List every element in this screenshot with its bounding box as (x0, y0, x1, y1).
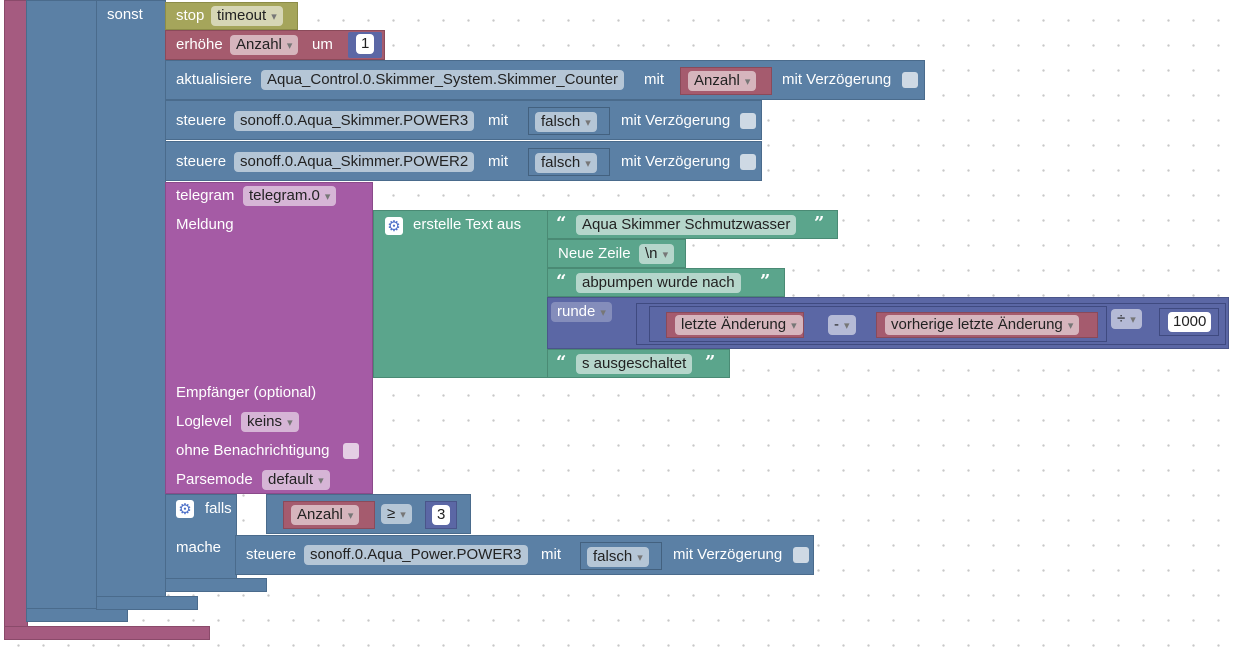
newline-dropdown[interactable]: \n (639, 244, 675, 264)
prev-change-block[interactable]: vorherige letzte Änderung (876, 312, 1098, 338)
control2-with-label: mit (488, 153, 508, 170)
control2-bool-dropdown[interactable]: falsch (535, 153, 597, 173)
close-quote-icon: ” (705, 352, 716, 373)
increase-variable-block[interactable]: erhöhe Anzahl um 1 (165, 30, 385, 60)
update-object-field[interactable]: Aqua_Control.0.Skimmer_System.Skimmer_Co… (261, 70, 624, 90)
update-label: aktualisiere (176, 71, 252, 88)
control2-bool-block[interactable]: falsch (528, 148, 610, 176)
do-label: mache (176, 539, 222, 556)
newline-block[interactable]: Neue Zeile \n (547, 239, 686, 268)
stop-timeout-block[interactable]: stop timeout (165, 2, 298, 30)
control1-bool-dropdown[interactable]: falsch (535, 112, 597, 132)
control2-object-field[interactable]: sonoff.0.Aqua_Skimmer.POWER2 (234, 152, 475, 172)
control3-bool-block[interactable]: falsch (580, 542, 662, 570)
control1-label: steuere (176, 112, 227, 129)
subtract-block[interactable]: letzte Änderung - vorherige letzte Änder… (649, 306, 1107, 342)
message-label: Meldung (176, 216, 234, 233)
close-quote-icon: ” (814, 213, 825, 234)
last-change-block[interactable]: letzte Änderung (666, 312, 804, 338)
timeout-dropdown[interactable]: timeout (211, 6, 283, 26)
if-else-block-bottom (96, 596, 198, 610)
update-delay-label: mit Verzögerung (782, 71, 892, 88)
telegram-label: telegram (176, 187, 235, 204)
control1-delay-checkbox[interactable] (740, 113, 756, 129)
increase-variable-dropdown[interactable]: Anzahl (230, 35, 299, 55)
open-quote-icon: “ (556, 213, 567, 234)
newline-label: Neue Zeile (558, 245, 631, 262)
telegram-instance-dropdown[interactable]: telegram.0 (243, 186, 337, 206)
gear-icon[interactable]: ⚙ (385, 217, 403, 235)
loglevel-label: Loglevel (176, 413, 232, 430)
text3-field[interactable]: s ausgeschaltet (576, 354, 693, 374)
divide-operator-dropdown[interactable]: ÷ (1111, 309, 1142, 329)
text3-block[interactable]: “ s ausgeschaltet ” (547, 349, 730, 378)
compare-variable-block[interactable]: Anzahl (283, 501, 375, 529)
silent-label: ohne Benachrichtigung (176, 442, 330, 459)
control3-with-label: mit (541, 546, 561, 563)
control3-delay-checkbox[interactable] (793, 547, 809, 563)
outer-flow-block[interactable] (26, 0, 98, 620)
last-change-dropdown[interactable]: letzte Änderung (675, 315, 803, 335)
control1-bool-block[interactable]: falsch (528, 107, 610, 135)
compare-variable-dropdown[interactable]: Anzahl (291, 505, 360, 525)
if-label: falls (205, 500, 232, 517)
prev-change-dropdown[interactable]: vorherige letzte Änderung (885, 315, 1080, 335)
parsemode-dropdown[interactable]: default (262, 470, 330, 490)
outer-event-block-bottom (4, 626, 210, 640)
outer-event-block[interactable] (4, 0, 28, 640)
else-label: sonst (107, 6, 143, 23)
control-power3-block[interactable]: steuere sonoff.0.Aqua_Skimmer.POWER3 mit… (165, 100, 762, 140)
update-variable-dropdown[interactable]: Anzahl (688, 71, 757, 91)
divisor-input[interactable]: 1000 (1168, 312, 1212, 332)
text1-block[interactable]: “ Aqua Skimmer Schmutzwasser ” (547, 210, 838, 239)
control1-with-label: mit (488, 112, 508, 129)
compare-operator-dropdown[interactable]: ≥ (381, 504, 412, 524)
control3-label: steuere (246, 546, 297, 563)
control1-object-field[interactable]: sonoff.0.Aqua_Skimmer.POWER3 (234, 111, 475, 131)
control1-delay-label: mit Verzögerung (621, 112, 731, 129)
open-quote-icon: “ (556, 352, 567, 373)
control-power2-block[interactable]: steuere sonoff.0.Aqua_Skimmer.POWER2 mit… (165, 141, 762, 181)
round-dropdown[interactable]: runde (551, 302, 612, 322)
divide-block[interactable]: letzte Änderung - vorherige letzte Änder… (636, 303, 1226, 345)
increase-by-label: um (312, 36, 333, 53)
update-state-block[interactable]: aktualisiere Aqua_Control.0.Skimmer_Syst… (165, 60, 925, 100)
create-text-label: erstelle Text aus (413, 216, 522, 233)
compare-value-input[interactable]: 3 (432, 505, 451, 525)
compare-number-block[interactable]: 3 (425, 501, 457, 529)
silent-checkbox[interactable] (343, 443, 359, 459)
increase-label: erhöhe (176, 36, 223, 53)
control3-bool-dropdown[interactable]: falsch (587, 547, 649, 567)
if-block-bottom (165, 578, 267, 592)
compare-block[interactable]: Anzahl ≥ 3 (266, 494, 471, 534)
close-quote-icon: ” (760, 271, 771, 292)
amount-number-block[interactable]: 1 (348, 32, 382, 58)
parsemode-label: Parsemode (176, 471, 253, 488)
if-else-block[interactable] (96, 0, 166, 610)
loglevel-dropdown[interactable]: keins (241, 412, 299, 432)
text1-field[interactable]: Aqua Skimmer Schmutzwasser (576, 215, 797, 235)
update-variable-block[interactable]: Anzahl (680, 67, 772, 95)
control2-delay-label: mit Verzögerung (621, 153, 731, 170)
control3-delay-label: mit Verzögerung (673, 546, 783, 563)
control-aqua-power3-block[interactable]: steuere sonoff.0.Aqua_Power.POWER3 mit f… (235, 535, 814, 575)
minus-operator-dropdown[interactable]: - (828, 315, 856, 335)
text2-block[interactable]: “ abpumpen wurde nach ” (547, 268, 785, 297)
divisor-number-block[interactable]: 1000 (1159, 308, 1219, 336)
open-quote-icon: “ (556, 271, 567, 292)
control2-delay-checkbox[interactable] (740, 154, 756, 170)
update-with-label: mit (644, 71, 664, 88)
text2-field[interactable]: abpumpen wurde nach (576, 273, 741, 293)
increase-amount-input[interactable]: 1 (356, 34, 375, 54)
control3-object-field[interactable]: sonoff.0.Aqua_Power.POWER3 (304, 545, 528, 565)
create-text-block[interactable]: ⚙ erstelle Text aus (373, 210, 548, 378)
gear-icon[interactable]: ⚙ (176, 500, 194, 518)
update-delay-checkbox[interactable] (902, 72, 918, 88)
stop-label: stop (176, 7, 205, 24)
recipient-label: Empfänger (optional) (176, 384, 317, 401)
round-block[interactable]: runde letzte Änderung - vorherige letzte… (547, 297, 1229, 349)
telegram-block[interactable]: telegram telegram.0 Meldung Empfänger (o… (165, 182, 373, 494)
outer-flow-block-bottom (26, 608, 128, 622)
control2-label: steuere (176, 153, 227, 170)
